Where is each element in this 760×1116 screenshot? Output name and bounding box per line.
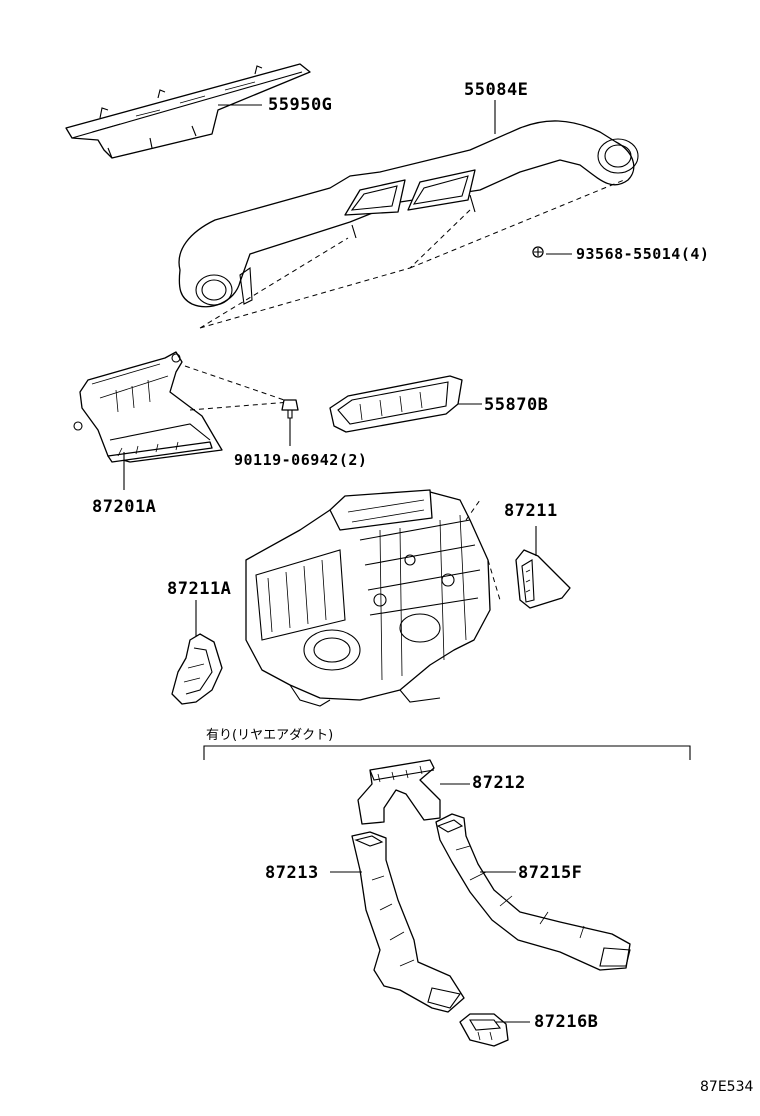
part-87212-duct: [357, 759, 441, 825]
label-87211a[interactable]: 87211A: [167, 579, 232, 599]
label-87211[interactable]: 87211: [504, 501, 558, 521]
part-87201a-duct: [73, 351, 223, 463]
label-90119-06942[interactable]: 90119-06942(2): [234, 451, 368, 469]
label-87216b[interactable]: 87216B: [534, 1012, 599, 1032]
group-note-rear-air-duct: 有り(リヤエアダクト): [206, 728, 334, 743]
part-55084e-duct: [178, 120, 639, 308]
label-93568-55014[interactable]: 93568-55014(4): [576, 245, 710, 263]
part-87213-duct: [351, 831, 465, 1013]
label-55950g[interactable]: 55950G: [268, 95, 333, 115]
dashed-lines-87201a: [184, 365, 291, 411]
group-bracket: [203, 745, 691, 760]
part-93568-screw: [532, 246, 544, 258]
part-90119-bolt: [281, 399, 299, 419]
label-55084e[interactable]: 55084E: [464, 80, 529, 100]
label-87201a[interactable]: 87201A: [92, 497, 157, 517]
part-55950g-panel: [65, 63, 311, 159]
label-87215f[interactable]: 87215F: [518, 863, 583, 883]
part-87216b-outlet: [459, 1013, 509, 1047]
part-87211a-duct: [171, 633, 223, 705]
diagram-code: 87E534: [700, 1079, 754, 1095]
part-87215f-duct: [435, 813, 631, 971]
label-87212[interactable]: 87212: [472, 773, 526, 793]
dashed-lines-55084e: [199, 179, 625, 329]
label-87213[interactable]: 87213: [265, 863, 319, 883]
part-87211-duct: [515, 549, 571, 609]
part-55870b-register: [329, 375, 463, 433]
label-55870b[interactable]: 55870B: [484, 395, 549, 415]
part-hvac-unit: [245, 489, 501, 707]
